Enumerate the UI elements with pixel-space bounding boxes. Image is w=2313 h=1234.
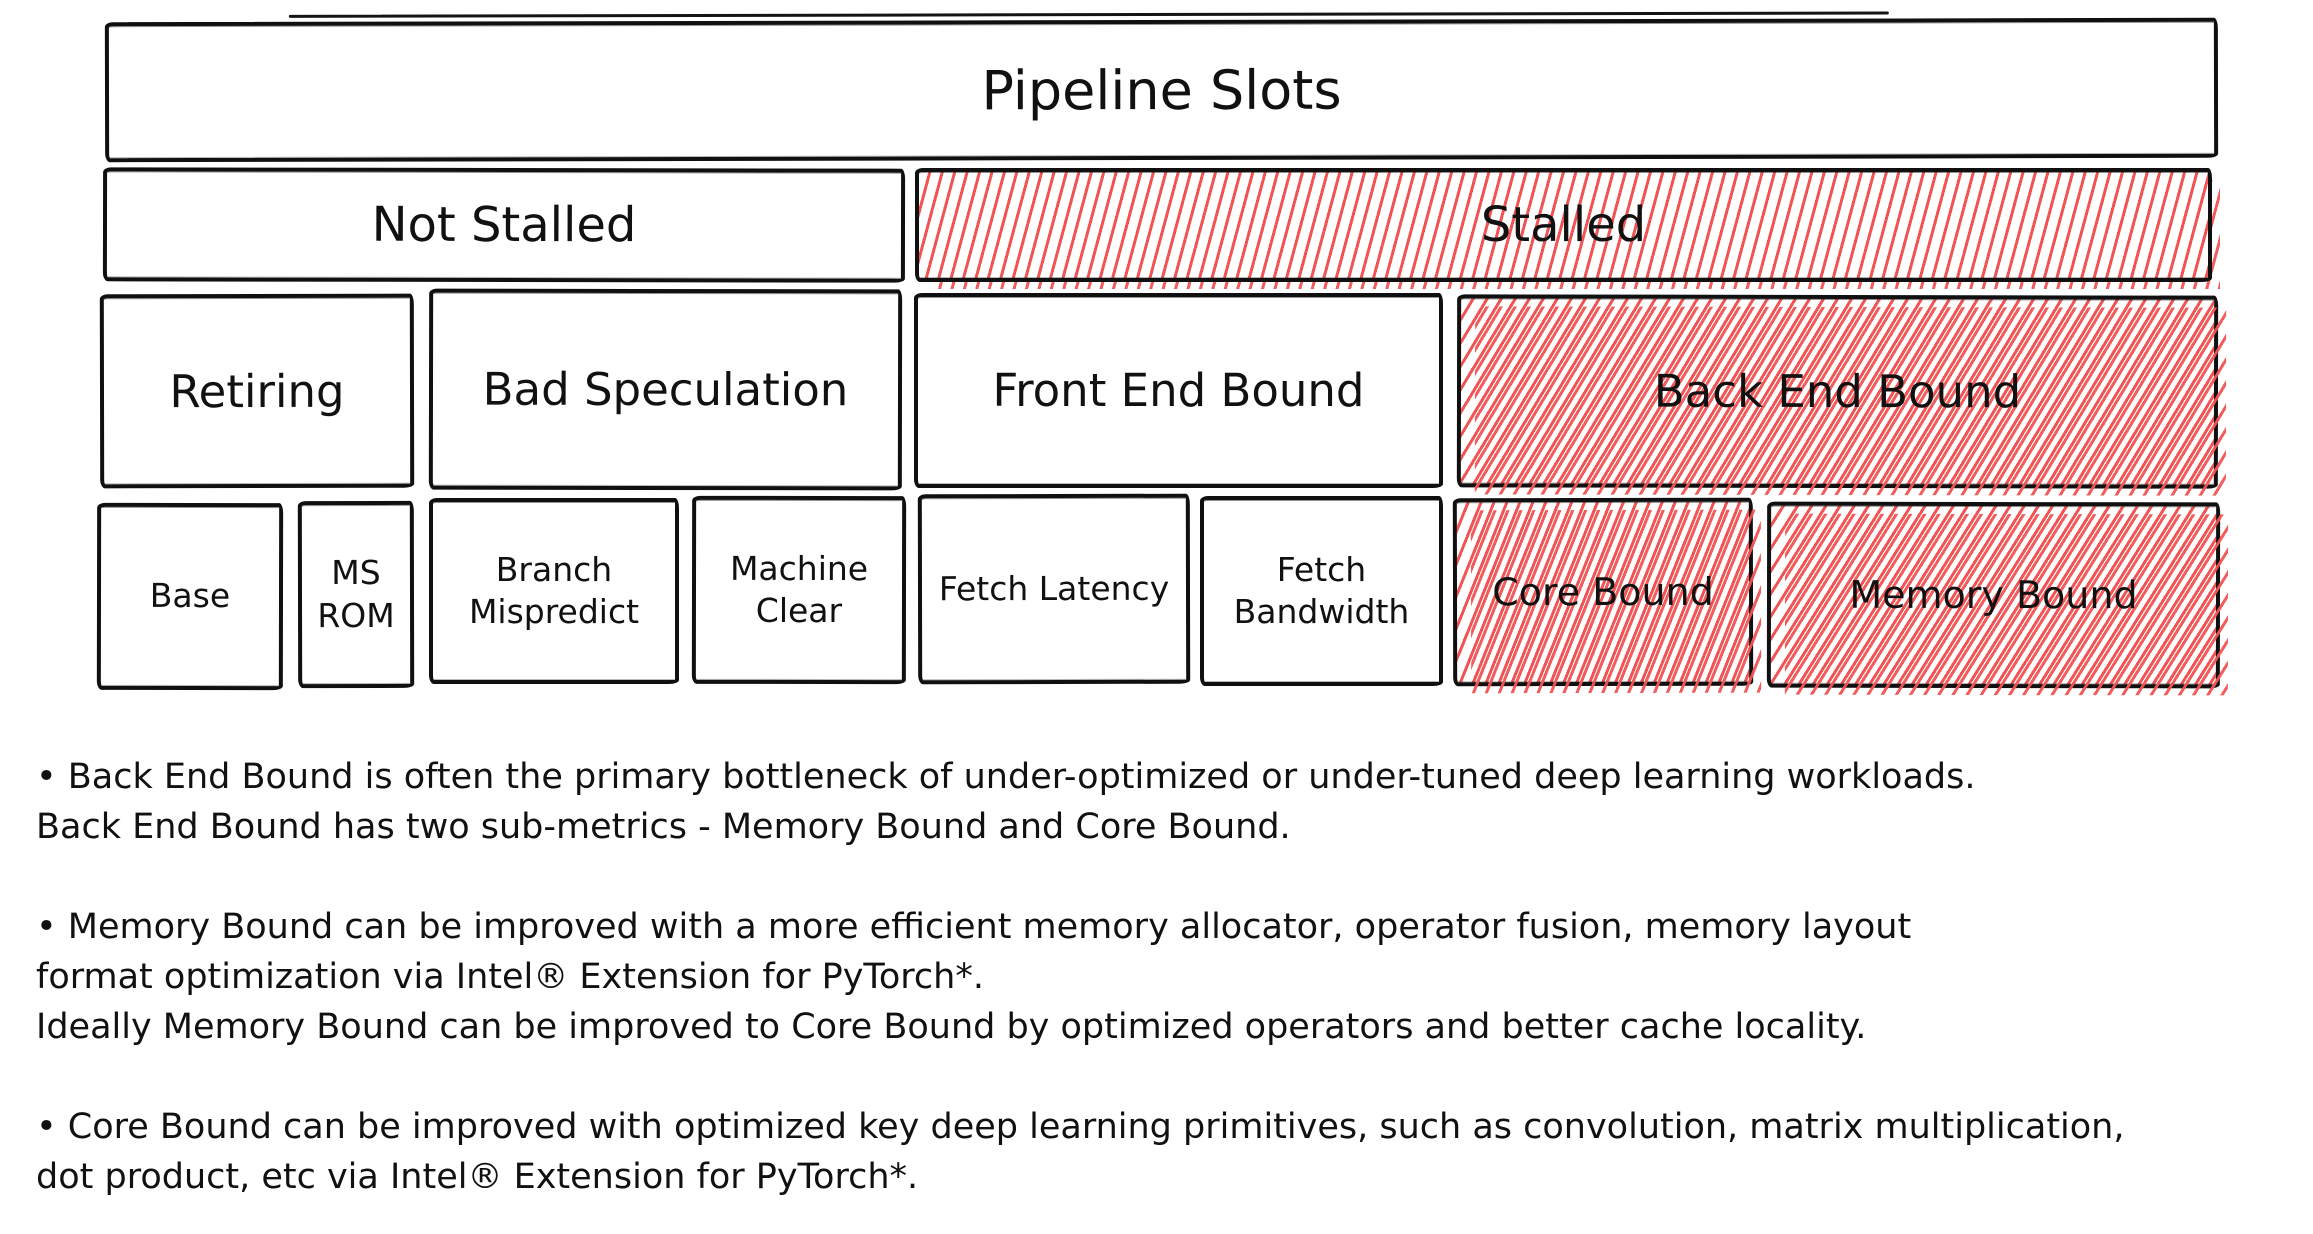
retiring-label: Retiring: [169, 364, 345, 418]
note-line: dot product, etc via Intel® Extension fo…: [36, 1157, 919, 1197]
front-end-bound-label: Front End Bound: [992, 364, 1365, 417]
note-line: format optimization via Intel® Extension…: [36, 957, 984, 997]
box-core-bound: Core Bound: [1452, 497, 1754, 687]
stalled-label: Stalled: [1480, 197, 1647, 253]
notes-text: • Back End Bound is often the primary bo…: [36, 752, 2306, 1234]
box-pipeline-slots: Pipeline Slots: [104, 17, 2219, 163]
note-line: Back End Bound has two sub-metrics - Mem…: [36, 807, 1291, 847]
note-line: Ideally Memory Bound can be improved to …: [36, 1007, 1867, 1047]
box-bad-speculation: Bad Speculation: [428, 288, 903, 491]
not-stalled-label: Not Stalled: [371, 196, 637, 254]
note-core-bound: • Core Bound can be improved with optimi…: [36, 1102, 2306, 1202]
ms-rom-label: MS ROM: [317, 553, 395, 635]
box-base: Base: [96, 502, 284, 691]
box-front-end-bound: Front End Bound: [914, 293, 1443, 488]
back-end-bound-label: Back End Bound: [1653, 364, 2022, 419]
box-memory-bound: Memory Bound: [1766, 501, 2221, 689]
memory-bound-label: Memory Bound: [1849, 572, 2138, 618]
fetch-latency-label: Fetch Latency: [938, 568, 1170, 609]
box-branch-mispredict: Branch Mispredict: [429, 498, 679, 684]
box-retiring: Retiring: [99, 293, 415, 489]
branch-mispredict-label: Branch Mispredict: [468, 549, 640, 631]
machine-clear-label: Machine Clear: [729, 548, 869, 631]
base-label: Base: [149, 576, 231, 616]
fetch-bandwidth-label: Fetch Bandwidth: [1233, 549, 1410, 631]
core-bound-label: Core Bound: [1492, 569, 1714, 615]
note-line: • Core Bound can be improved with optimi…: [36, 1107, 2125, 1147]
box-fetch-latency: Fetch Latency: [917, 493, 1191, 685]
box-not-stalled: Not Stalled: [102, 167, 906, 283]
note-back-end-bound: • Back End Bound is often the primary bo…: [36, 752, 2306, 852]
note-memory-bound: • Memory Bound can be improved with a mo…: [36, 902, 2306, 1052]
box-fetch-bandwidth: Fetch Bandwidth: [1200, 496, 1443, 686]
bad-speculation-label: Bad Speculation: [482, 362, 849, 417]
box-back-end-bound: Back End Bound: [1456, 294, 2219, 489]
note-line: • Back End Bound is often the primary bo…: [36, 757, 1976, 797]
box-ms-rom: MS ROM: [297, 500, 415, 689]
box-stalled: Stalled: [915, 168, 2220, 289]
pipeline-slots-label: Pipeline Slots: [981, 58, 1342, 122]
box-machine-clear: Machine Clear: [691, 495, 907, 685]
note-line: • Memory Bound can be improved with a mo…: [36, 907, 1912, 947]
